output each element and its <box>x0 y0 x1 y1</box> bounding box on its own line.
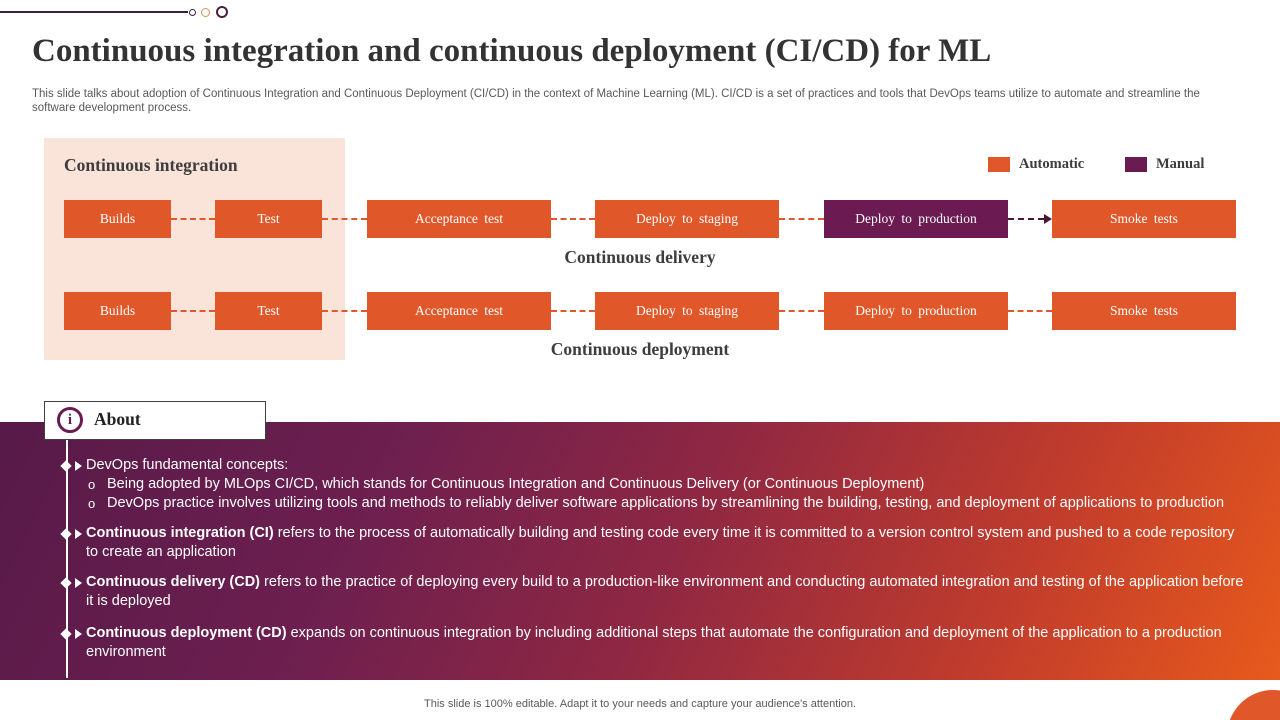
flow-connector <box>551 218 595 220</box>
diamond-bullet-icon <box>60 460 72 472</box>
diamond-bullet-icon <box>60 528 72 540</box>
about-header: i About <box>44 401 266 440</box>
flow-connector <box>171 218 215 220</box>
flow-connector <box>171 310 215 312</box>
flow-step-smoke-tests: Smoke tests <box>1052 292 1236 330</box>
diamond-bullet-icon <box>60 577 72 589</box>
slide-title: Continuous integration and continuous de… <box>32 33 992 69</box>
flow-step-test: Test <box>215 292 322 330</box>
flow-connector-arrow <box>1008 214 1052 224</box>
sub-bullet-item: DevOps practice involves utilizing tools… <box>86 494 1250 513</box>
flow-step-deploy-to-staging: Deploy to staging <box>595 292 779 330</box>
continuous-deployment-label: Continuous deployment <box>550 339 730 359</box>
flow-step-deploy-to-staging: Deploy to staging <box>595 200 779 238</box>
bullet-text: DevOps fundamental concepts: <box>86 457 289 473</box>
flow-connector <box>551 310 595 312</box>
legend-swatch-automatic <box>988 157 1010 172</box>
bullet-text: Continuous deployment (CD) expands on co… <box>86 625 1222 660</box>
about-bullet-devops-concepts: DevOps fundamental concepts: Being adopt… <box>0 456 1250 513</box>
about-bullet-continuous-deployment: Continuous deployment (CD) expands on co… <box>0 624 1250 662</box>
continuous-delivery-label: Continuous delivery <box>564 247 716 267</box>
bullet-connector-line <box>66 438 68 678</box>
flow-step-builds: Builds <box>64 292 171 330</box>
diamond-bullet-icon <box>60 628 72 640</box>
about-bullet-continuous-integration: Continuous integration (CI) refers to th… <box>0 524 1250 562</box>
flow-connector <box>322 218 367 220</box>
timeline-dot-icon <box>216 6 228 18</box>
sub-bullet-list: Being adopted by MLOps CI/CD, which stan… <box>86 475 1250 513</box>
slide-subtitle: This slide talks about adoption of Conti… <box>32 88 1200 114</box>
footer-note: This slide is 100% editable. Adapt it to… <box>424 698 856 710</box>
legend-label-manual: Manual <box>1156 156 1205 172</box>
triangle-bullet-icon <box>75 629 82 639</box>
timeline-dot-icon <box>189 9 196 16</box>
bullet-text: Continuous delivery (CD) refers to the p… <box>86 574 1244 609</box>
about-section-background <box>0 422 1280 680</box>
flow-step-deploy-to-production: Deploy to production <box>824 200 1008 238</box>
flow-step-test: Test <box>215 200 322 238</box>
top-decoration-line <box>0 11 188 13</box>
flow-step-smoke-tests: Smoke tests <box>1052 200 1236 238</box>
flow-step-deploy-to-production: Deploy to production <box>824 292 1008 330</box>
legend-swatch-manual <box>1125 157 1147 172</box>
flow-connector <box>779 218 824 220</box>
flow-connector <box>1008 310 1052 312</box>
bullet-text: Continuous integration (CI) refers to th… <box>86 525 1235 560</box>
flow-connector <box>779 310 824 312</box>
timeline-dot-icon <box>201 8 210 17</box>
sub-bullet-item: Being adopted by MLOps CI/CD, which stan… <box>86 475 1250 494</box>
flow-step-builds: Builds <box>64 200 171 238</box>
legend-item-manual: Manual <box>1125 156 1204 173</box>
flow-step-acceptance-test: Acceptance test <box>367 200 551 238</box>
flow-connector <box>322 310 367 312</box>
about-bullet-continuous-delivery: Continuous delivery (CD) refers to the p… <box>0 573 1250 611</box>
triangle-bullet-icon <box>75 529 82 539</box>
info-icon: i <box>57 407 83 433</box>
triangle-bullet-icon <box>75 578 82 588</box>
about-title: About <box>94 409 141 429</box>
continuous-integration-label: Continuous integration <box>64 155 238 175</box>
legend-item-automatic: Automatic <box>988 156 1084 173</box>
triangle-bullet-icon <box>75 461 82 471</box>
flow-step-acceptance-test: Acceptance test <box>367 292 551 330</box>
legend-label-automatic: Automatic <box>1019 156 1085 172</box>
